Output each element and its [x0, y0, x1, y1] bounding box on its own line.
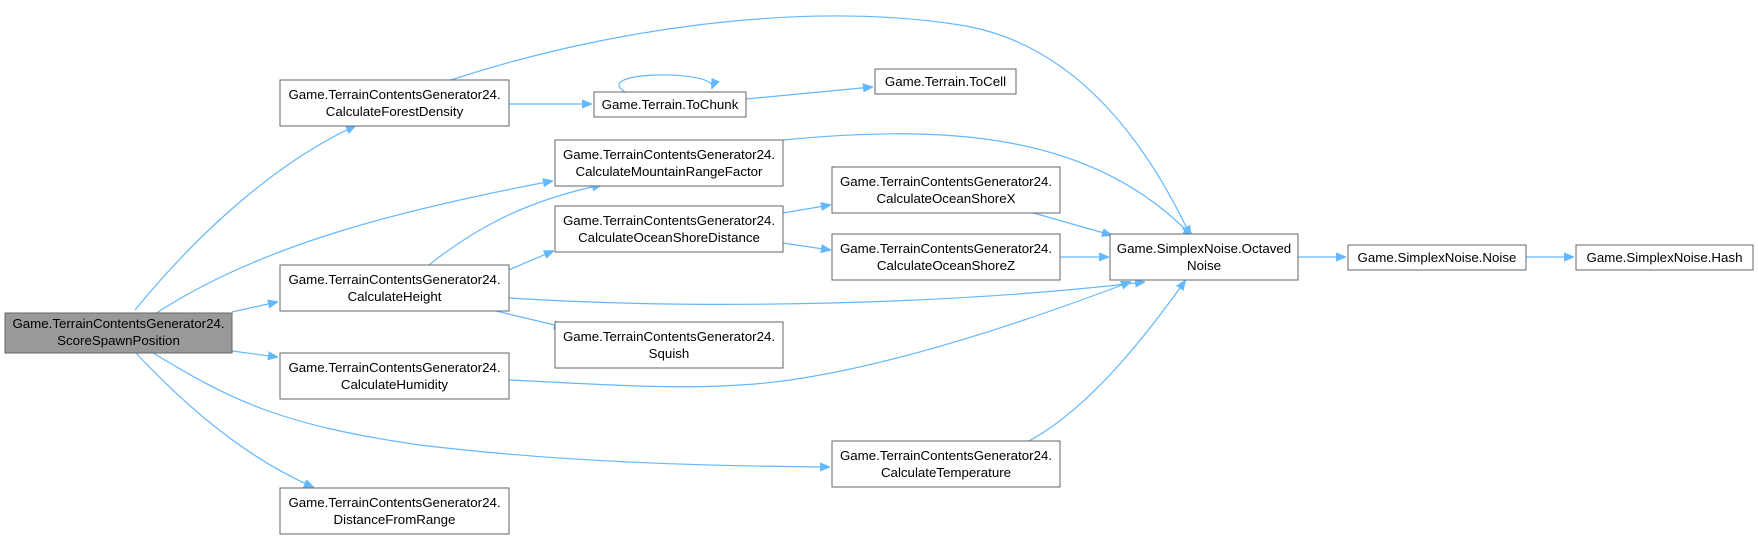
node-calculate-ocean-shore-distance[interactable]: Game.TerrainContentsGenerator24. Calcula… — [554, 205, 784, 253]
svg-text:Noise: Noise — [1187, 258, 1221, 273]
node-label: Game.TerrainContentsGenerator24. — [563, 147, 775, 162]
svg-text:CalculateMountainRangeFactor: CalculateMountainRangeFactor — [575, 164, 763, 179]
node-label: Noise — [1187, 258, 1221, 273]
node-calculate-ocean-shore-x[interactable]: Game.TerrainContentsGenerator24. Calcula… — [831, 166, 1061, 214]
node-calculate-temperature[interactable]: Game.TerrainContentsGenerator24. Calcula… — [831, 440, 1061, 488]
node-label: Game.TerrainContentsGenerator24. — [563, 329, 775, 344]
node-label: Game.TerrainContentsGenerator24. — [288, 360, 500, 375]
svg-text:Game.SimplexNoise.Octaved: Game.SimplexNoise.Octaved — [1117, 241, 1291, 256]
edge-mountain-octaved — [782, 133, 1192, 236]
node-calculate-mountain-range-factor[interactable]: Game.TerrainContentsGenerator24. Calcula… — [554, 139, 784, 187]
node-label: Game.TerrainContentsGenerator24. — [12, 316, 224, 331]
svg-text:CalculateOceanShoreZ: CalculateOceanShoreZ — [877, 258, 1015, 273]
node-distance-from-range[interactable]: Game.TerrainContentsGenerator24. Distanc… — [279, 487, 510, 535]
svg-text:Game.TerrainContentsGenerator2: Game.TerrainContentsGenerator24. — [563, 147, 775, 162]
edge-forest-octaved — [444, 15, 1190, 235]
edge-shoredist-shorex — [782, 205, 830, 214]
edge-tochunk-self — [618, 74, 712, 93]
node-label: DistanceFromRange — [334, 512, 456, 527]
edge-score-mountain — [154, 181, 552, 315]
svg-text:Game.Terrain.ToChunk: Game.Terrain.ToChunk — [602, 97, 739, 112]
node-squish[interactable]: Game.TerrainContentsGenerator24. Squish — [554, 321, 784, 369]
nodes: Game.TerrainContentsGenerator24. ScoreSp… — [4, 68, 1754, 535]
svg-text:Game.SimplexNoise.Hash: Game.SimplexNoise.Hash — [1587, 250, 1743, 265]
svg-text:Game.Terrain.ToCell: Game.Terrain.ToCell — [885, 74, 1006, 89]
svg-text:CalculateHeight: CalculateHeight — [348, 289, 442, 304]
node-calculate-ocean-shore-z[interactable]: Game.TerrainContentsGenerator24. Calcula… — [831, 233, 1061, 281]
node-calculate-height[interactable]: Game.TerrainContentsGenerator24. Calcula… — [279, 264, 510, 312]
node-label: Game.TerrainContentsGenerator24. — [563, 213, 775, 228]
svg-text:Game.TerrainContentsGenerator2: Game.TerrainContentsGenerator24. — [840, 174, 1052, 189]
svg-text:Game.TerrainContentsGenerator2: Game.TerrainContentsGenerator24. — [563, 329, 775, 344]
node-label: CalculateHeight — [348, 289, 442, 304]
svg-text:CalculateTemperature: CalculateTemperature — [881, 465, 1011, 480]
svg-text:Game.TerrainContentsGenerator2: Game.TerrainContentsGenerator24. — [288, 272, 500, 287]
node-simplex-hash[interactable]: Game.SimplexNoise.Hash — [1575, 244, 1754, 271]
svg-text:Game.TerrainContentsGenerator2: Game.TerrainContentsGenerator24. — [12, 316, 224, 331]
svg-text:Game.TerrainContentsGenerator2: Game.TerrainContentsGenerator24. — [288, 495, 500, 510]
node-label: Game.Terrain.ToChunk — [602, 97, 739, 112]
edge-humidity-octaved — [508, 282, 1130, 388]
edge-score-distance — [134, 351, 313, 487]
node-label: Game.TerrainContentsGenerator24. — [840, 448, 1052, 463]
svg-text:Game.TerrainContentsGenerator2: Game.TerrainContentsGenerator24. — [288, 87, 500, 102]
edge-height-squish — [495, 310, 563, 327]
edge-score-height — [231, 302, 277, 313]
svg-text:Game.TerrainContentsGenerator2: Game.TerrainContentsGenerator24. — [563, 213, 775, 228]
svg-text:DistanceFromRange: DistanceFromRange — [334, 512, 456, 527]
edge-height-octaved — [508, 282, 1144, 305]
svg-text:Squish: Squish — [649, 346, 690, 361]
svg-text:Game.TerrainContentsGenerator2: Game.TerrainContentsGenerator24. — [288, 360, 500, 375]
node-label: Game.TerrainContentsGenerator24. — [288, 495, 500, 510]
svg-text:Game.TerrainContentsGenerator2: Game.TerrainContentsGenerator24. — [840, 448, 1052, 463]
node-label: Game.SimplexNoise.Hash — [1587, 250, 1743, 265]
svg-text:Game.SimplexNoise.Noise: Game.SimplexNoise.Noise — [1358, 250, 1517, 265]
edge-score-temperature — [149, 350, 829, 467]
node-score-spawn-position[interactable]: Game.TerrainContentsGenerator24. ScoreSp… — [4, 312, 233, 354]
svg-text:CalculateForestDensity: CalculateForestDensity — [326, 104, 464, 119]
node-label: CalculateHumidity — [341, 377, 449, 392]
node-calculate-forest-density[interactable]: Game.TerrainContentsGenerator24. Calcula… — [279, 79, 510, 127]
node-label: Game.TerrainContentsGenerator24. — [840, 241, 1052, 256]
edge-shorex-octaved — [1029, 211, 1111, 235]
node-simplex-noise[interactable]: Game.SimplexNoise.Noise — [1347, 244, 1527, 271]
node-label: CalculateOceanShoreDistance — [578, 230, 760, 245]
node-label: Game.SimplexNoise.Octaved — [1117, 241, 1291, 256]
node-simplex-octaved-noise[interactable]: Game.SimplexNoise.Octaved Noise — [1109, 233, 1299, 281]
node-label: CalculateOceanShoreZ — [877, 258, 1015, 273]
node-label: CalculateMountainRangeFactor — [575, 164, 763, 179]
edge-temperature-octaved — [1024, 281, 1185, 444]
svg-text:Game.TerrainContentsGenerator2: Game.TerrainContentsGenerator24. — [840, 241, 1052, 256]
node-label: Game.TerrainContentsGenerator24. — [288, 272, 500, 287]
svg-text:ScoreSpawnPosition: ScoreSpawnPosition — [57, 333, 180, 348]
node-label: Game.SimplexNoise.Noise — [1358, 250, 1517, 265]
svg-text:CalculateOceanShoreX: CalculateOceanShoreX — [877, 191, 1016, 206]
svg-text:CalculateOceanShoreDistance: CalculateOceanShoreDistance — [578, 230, 760, 245]
node-terrain-tocell[interactable]: Game.Terrain.ToCell — [874, 68, 1017, 95]
node-label: Game.TerrainContentsGenerator24. — [840, 174, 1052, 189]
node-label: CalculateTemperature — [881, 465, 1011, 480]
edges — [134, 15, 1573, 487]
node-label: Game.TerrainContentsGenerator24. — [288, 87, 500, 102]
node-label: Squish — [649, 346, 690, 361]
edge-shoredist-shorez — [782, 242, 830, 250]
node-terrain-tochunk[interactable]: Game.Terrain.ToChunk — [593, 91, 747, 118]
node-label: CalculateOceanShoreX — [877, 191, 1016, 206]
node-label: ScoreSpawnPosition — [57, 333, 180, 348]
node-label: CalculateForestDensity — [326, 104, 464, 119]
edge-score-humidity — [231, 350, 277, 357]
edge-score-forest — [134, 126, 355, 311]
edge-height-mountain — [424, 185, 601, 269]
svg-text:CalculateHumidity: CalculateHumidity — [341, 377, 449, 392]
node-calculate-humidity[interactable]: Game.TerrainContentsGenerator24. Calcula… — [279, 352, 510, 400]
node-label: Game.Terrain.ToCell — [885, 74, 1006, 89]
edge-tochunk-tocell — [745, 87, 872, 100]
